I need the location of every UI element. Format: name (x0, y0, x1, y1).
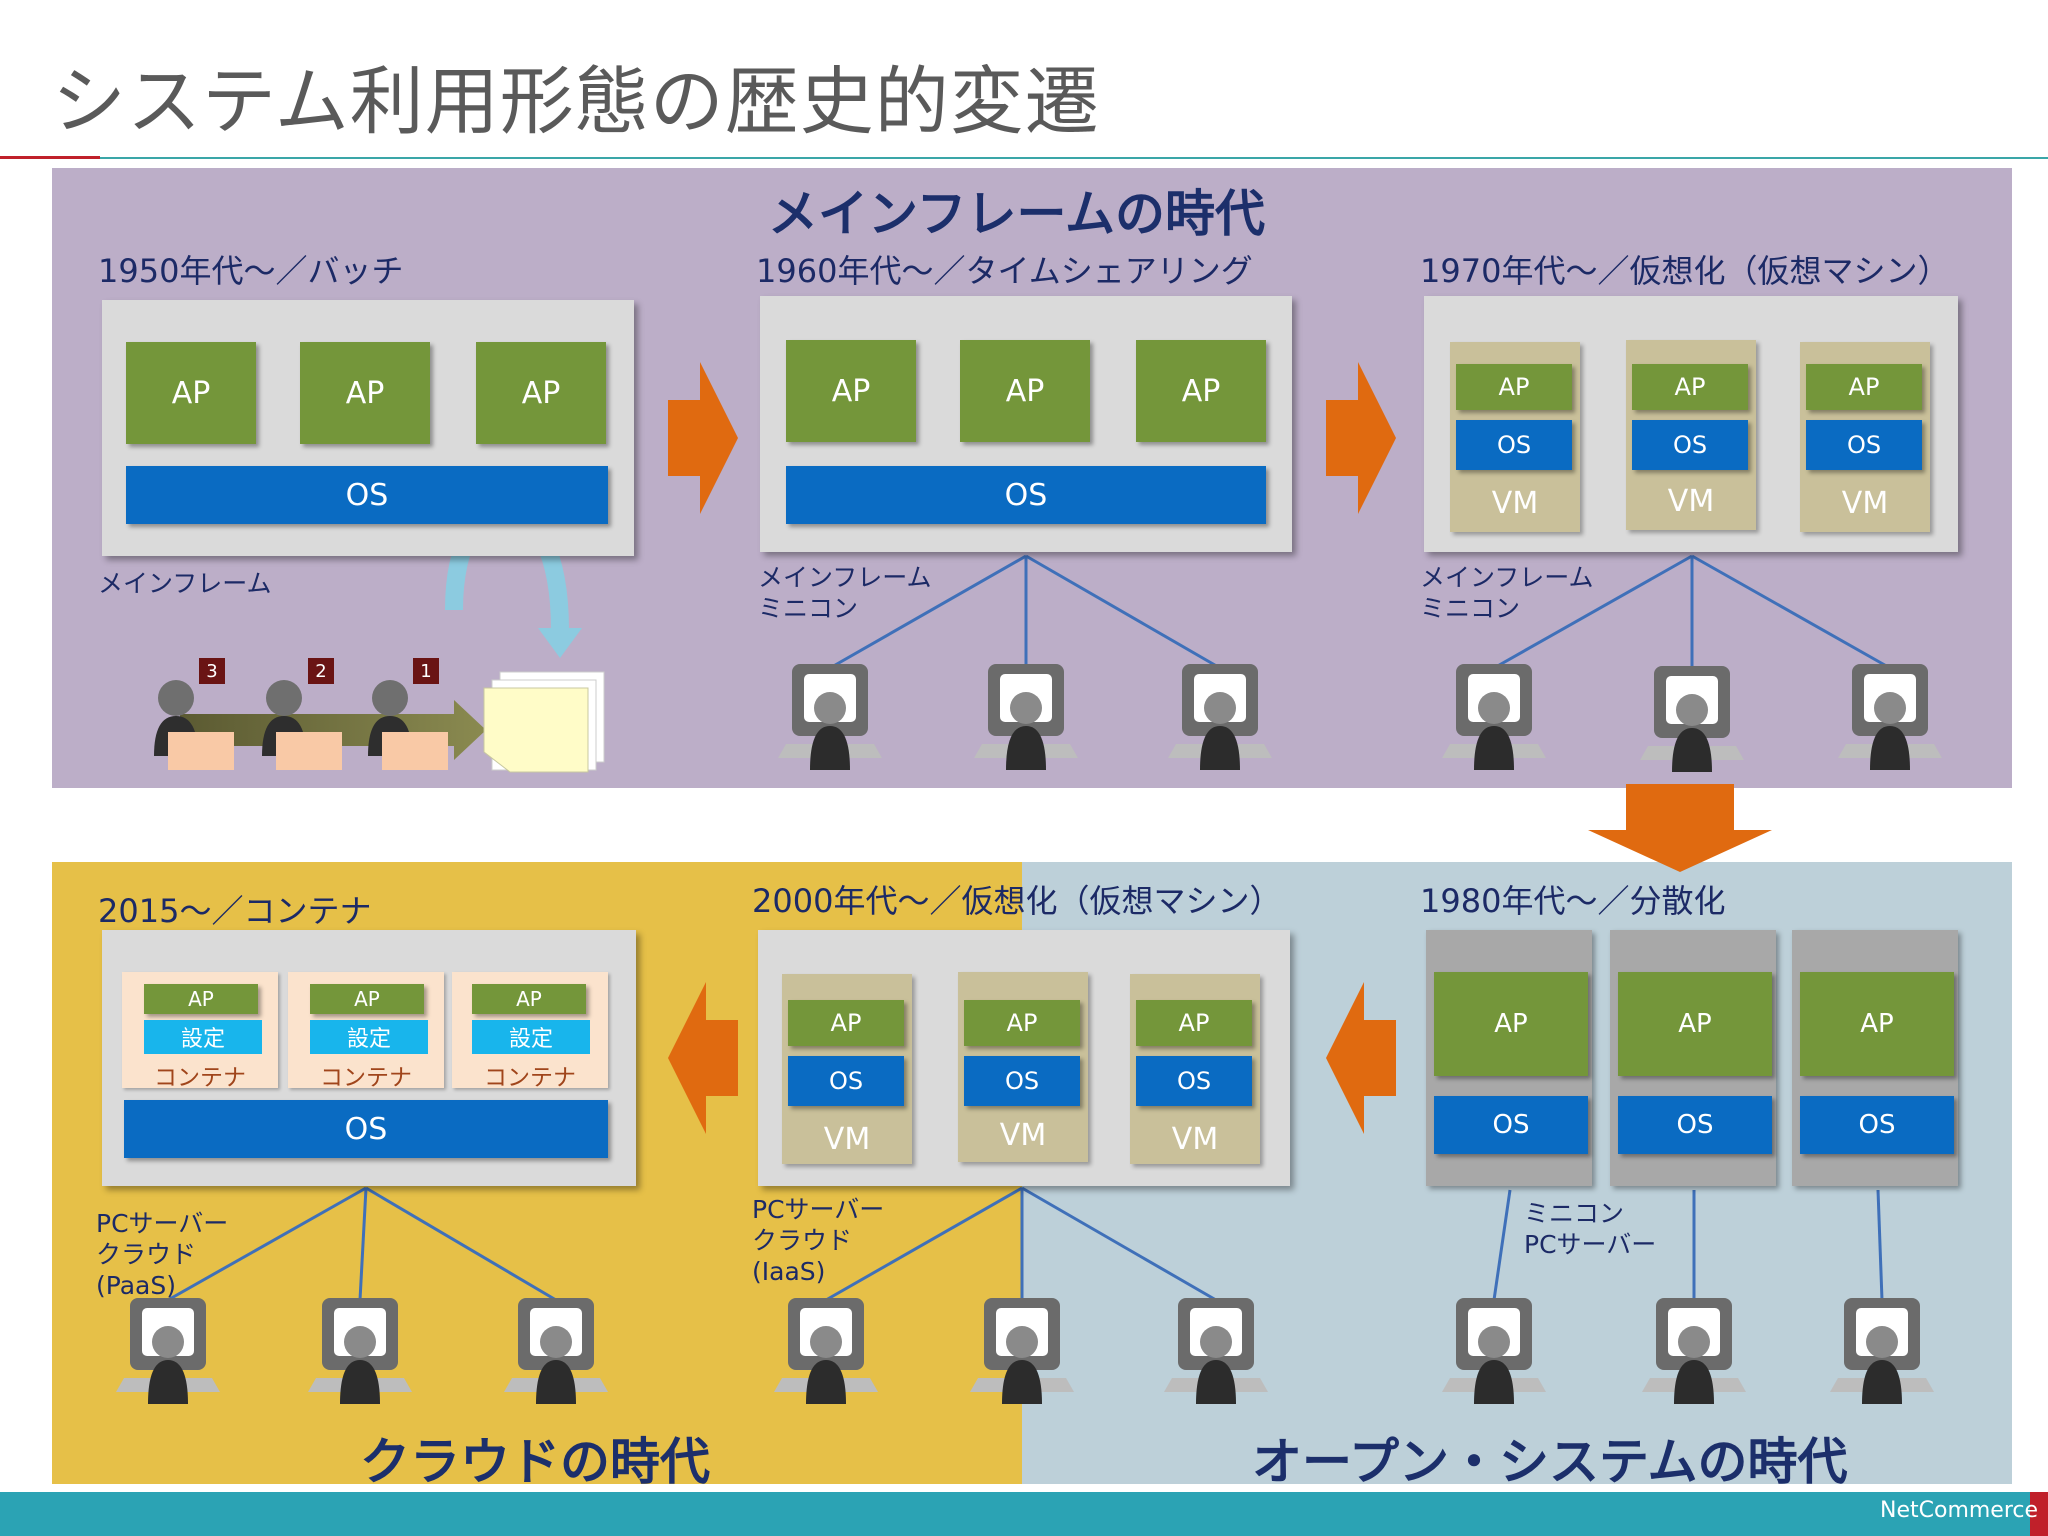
terminal-user-icon (778, 664, 882, 770)
os-block: OS (126, 466, 608, 524)
ap-block: AP (788, 1000, 904, 1046)
batch-output-pages (483, 671, 605, 773)
period-1960-timesharing: 1960年代～／タイムシェアリング (756, 252, 1253, 290)
ap-block: AP (964, 1000, 1080, 1046)
footer-accent (2030, 1492, 2048, 1536)
era-heading-cloud: クラウドの時代 (360, 1433, 710, 1491)
terminal-user-icon (1164, 1298, 1268, 1404)
os-block: OS (1800, 1096, 1954, 1154)
ap-block: AP (1136, 340, 1266, 442)
terminal-user-icon (1830, 1298, 1934, 1404)
flow-arrow-down (1588, 784, 1772, 872)
os-block: OS (1456, 420, 1572, 470)
period-1970-virtualization: 1970年代～／仮想化（仮想マシン） (1420, 252, 1950, 290)
period-2015-container: 2015～／コンテナ (98, 892, 372, 930)
page-title: システム利用形態の歴史的変遷 (52, 59, 1100, 145)
batch-user-2 (262, 680, 342, 770)
era-heading-mainframe: メインフレームの時代 (768, 185, 1265, 243)
period-1950-batch: 1950年代～／バッチ (98, 252, 404, 290)
os-block: OS (124, 1100, 608, 1158)
terminal-user-icon (970, 1298, 1074, 1404)
os-block: OS (1136, 1056, 1252, 1106)
ap-block: AP (1618, 972, 1772, 1076)
ap-block: AP (126, 342, 256, 444)
flow-arrow-right-1 (668, 362, 738, 514)
os-block: OS (788, 1056, 904, 1106)
connectors-1960 (829, 554, 1221, 670)
terminal-user-icon (1642, 1298, 1746, 1404)
terminal-user-icon (308, 1298, 412, 1404)
ap-block: AP (1434, 972, 1588, 1076)
era-heading-open-system: オープン・システムの時代 (1252, 1433, 1848, 1491)
terminal-user-icon (1442, 664, 1546, 770)
title-rule (100, 157, 2048, 159)
batch-job-badge: 3 (199, 658, 225, 684)
label-mainframe-minicon: メインフレーム ミニコン (1420, 563, 1594, 623)
batch-job-badge: 2 (308, 658, 334, 684)
container-label: コンテナ (320, 1065, 412, 1091)
connectors-1970 (1493, 554, 1891, 670)
ap-block: AP (960, 340, 1090, 442)
label-mainframe: メインフレーム (98, 569, 272, 598)
ap-block: AP (144, 984, 258, 1014)
ap-block: AP (1806, 364, 1922, 410)
label-mainframe-minicon: メインフレーム ミニコン (758, 563, 932, 623)
connectors-2000 (825, 1186, 1217, 1302)
terminal-user-icon (774, 1298, 878, 1404)
ap-block: AP (300, 342, 430, 444)
terminal-user-icon (504, 1298, 608, 1404)
batch-user-3 (154, 680, 234, 770)
batch-user-1 (368, 680, 448, 770)
connectors-2015 (167, 1186, 557, 1302)
ap-block: AP (1632, 364, 1748, 410)
footer-bar (0, 1492, 2048, 1536)
os-block: OS (786, 466, 1266, 524)
flow-arrow-left-1 (1326, 982, 1396, 1134)
container-label: コンテナ (154, 1065, 246, 1091)
settings-block: 設定 (472, 1020, 590, 1054)
os-block: OS (964, 1056, 1080, 1106)
ap-block: AP (1456, 364, 1572, 410)
vm-label: VM (999, 1118, 1047, 1153)
os-block: OS (1806, 420, 1922, 470)
os-block: OS (1618, 1096, 1772, 1154)
ap-block: AP (476, 342, 606, 444)
vm-label: VM (1841, 486, 1889, 521)
flow-arrow-right-2 (1326, 362, 1396, 514)
flow-arrow-left-2 (668, 982, 738, 1134)
ap-block: AP (1136, 1000, 1252, 1046)
title-rule-accent (0, 156, 100, 159)
vm-label: VM (1491, 486, 1539, 521)
ap-block: AP (472, 984, 586, 1014)
connectors-1980 (1492, 1189, 1884, 1301)
container-label: コンテナ (484, 1065, 576, 1091)
label-pc-server-cloud-paas: PCサーバー クラウド (PaaS) (96, 1209, 229, 1300)
ap-block: AP (310, 984, 424, 1014)
vm-label: VM (823, 1122, 871, 1157)
batch-job-badge: 1 (413, 658, 439, 684)
terminal-user-icon (116, 1298, 220, 1404)
period-2000-virtualization: 2000年代～／仮想化（仮想マシン） (752, 882, 1282, 920)
terminal-user-icon (1168, 664, 1272, 770)
os-block: OS (1632, 420, 1748, 470)
vm-label: VM (1171, 1122, 1219, 1157)
vm-label: VM (1667, 484, 1715, 519)
label-minicon-pc-server: ミニコン PCサーバー (1524, 1199, 1657, 1259)
label-pc-server-cloud-iaas: PCサーバー クラウド (IaaS) (752, 1195, 885, 1286)
period-1980-distributed: 1980年代～／分散化 (1420, 882, 1726, 920)
netcommerce-logo: NetCommerce (1880, 1498, 2039, 1523)
settings-block: 設定 (144, 1020, 262, 1054)
settings-block: 設定 (310, 1020, 428, 1054)
terminal-user-icon (1640, 666, 1744, 772)
os-block: OS (1434, 1096, 1588, 1154)
ap-block: AP (786, 340, 916, 442)
ap-block: AP (1800, 972, 1954, 1076)
terminal-user-icon (1838, 664, 1942, 770)
terminal-user-icon (974, 664, 1078, 770)
terminal-user-icon (1442, 1298, 1546, 1404)
